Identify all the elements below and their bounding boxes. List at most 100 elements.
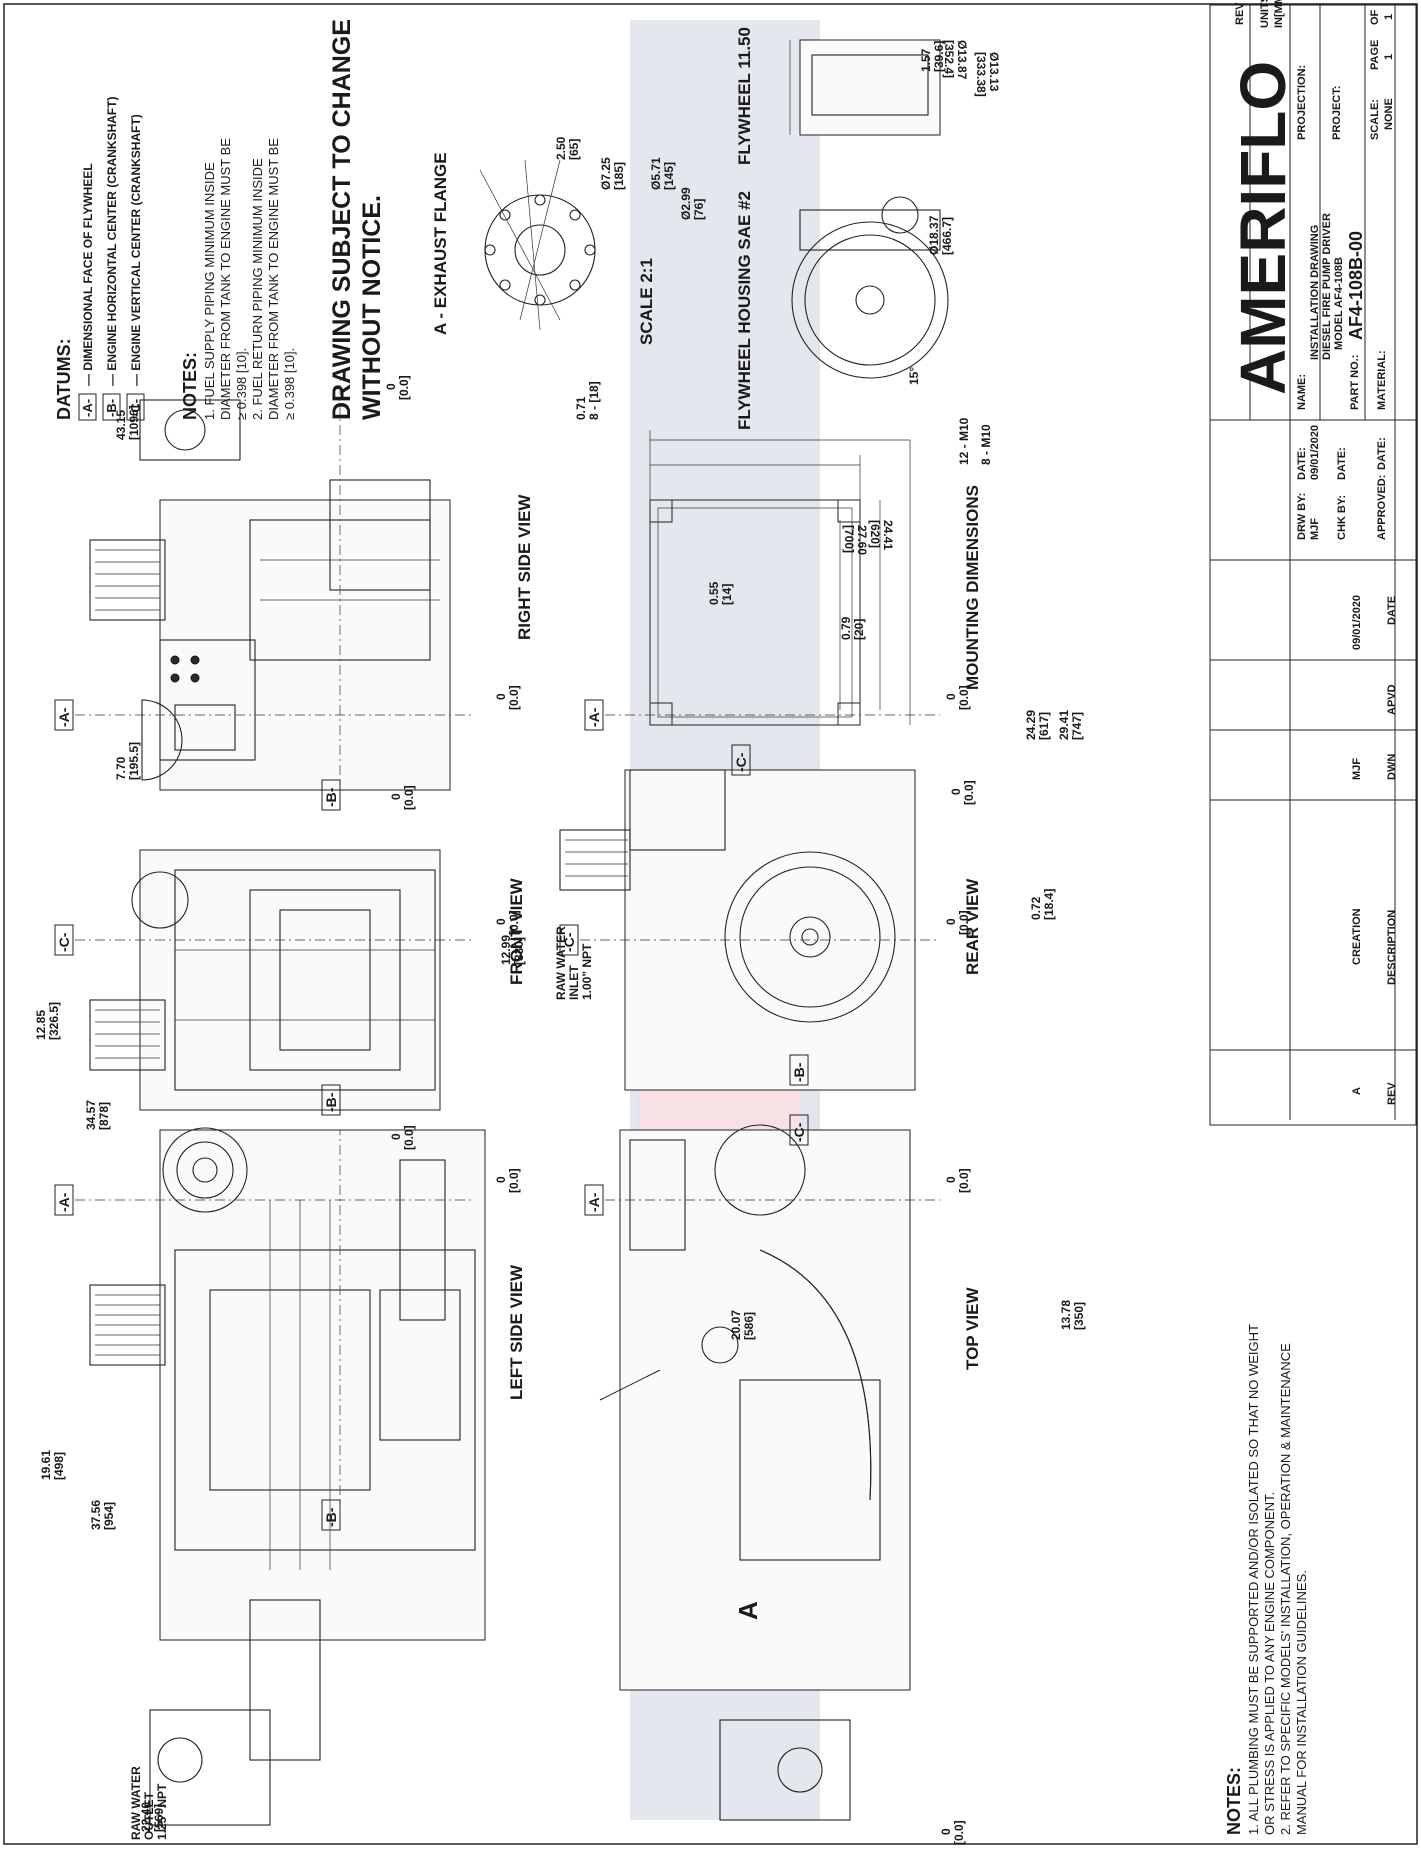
datum-tag-c-1: -C- <box>56 932 72 952</box>
datum-tag-a-4: -A- <box>586 707 602 727</box>
dim-0-72-mm: [18.4] <box>1042 889 1056 920</box>
flywheel-housing <box>791 196 949 379</box>
tb-part-no: AF4-108B-00 <box>1346 231 1366 340</box>
dim-19-61-mm: [498] <box>52 1452 66 1480</box>
datum-tag-b-4: -B- <box>791 1062 807 1082</box>
datum-tag-c-2: -C- <box>791 1122 807 1142</box>
tb-part-no-label: PART NO.: <box>1349 355 1361 410</box>
dimension-labels: 37.56[954] 22.40[569] 19.61[498] 34.57[8… <box>34 40 1086 1845</box>
tb-rev-label: REV <box>1234 2 1246 25</box>
dim-12-85: 12.85 <box>34 1010 48 1040</box>
rev-row-rev: A <box>1351 1087 1363 1095</box>
flywheel-dim-13-87-mm: [352.4] <box>942 40 956 78</box>
zero-label-10-mm: [0.0] <box>962 780 976 805</box>
notes-bottom-line-2: OR STRESS IS APPLIED TO ANY ENGINE COMPO… <box>1262 1492 1277 1835</box>
dim-24-41-mm: [620] <box>868 520 882 548</box>
tb-approved-label: APPROVED: <box>1376 475 1388 540</box>
tb-units-value: IN[MM] <box>1273 0 1285 28</box>
label-front-view: FRONT VIEW <box>507 877 526 985</box>
zero-label-1-mm: [0.0] <box>507 1168 521 1193</box>
flywheel-housing-bolts-12: 12 - M10 <box>957 417 971 465</box>
flywheel-housing-dim-18-37-mm: [466.7] <box>940 217 954 255</box>
dim-12-85-mm: [326.5] <box>47 1002 61 1040</box>
tb-units-label: UNITS <box>1259 0 1271 28</box>
rev-header-apvd: APVD <box>1386 684 1398 715</box>
notes-top-line-6: ≥ 0.398 [10]. <box>282 348 297 420</box>
tb-material-label: MATERIAL: <box>1376 350 1388 410</box>
exhaust-dim-5-71: Ø5.71 <box>649 157 663 190</box>
flywheel-housing-dim-18-37: Ø18.37 <box>927 215 941 255</box>
dim-27-60: 27.60 <box>855 525 869 555</box>
zero-label-6-mm: [0.0] <box>397 375 411 400</box>
zero-label-5: 0 <box>494 693 508 700</box>
notes-bottom-line-1: 1. ALL PLUMBING MUST BE SUPPORTED AND/OR… <box>1246 1324 1261 1835</box>
datum-centerlines <box>75 380 940 1515</box>
raw-water-outlet-line-3: 1.25" NPT <box>155 1783 169 1840</box>
tb-drw-by-label: DRW BY: <box>1296 493 1308 540</box>
tb-of-value: 1 <box>1383 14 1395 20</box>
rev-row-dwn: MJF <box>1351 758 1363 780</box>
callouts: RAW WATER OUTLET 1.25" NPT RAW WATER INL… <box>129 926 763 1840</box>
datum-tag-c-3: -C- <box>561 932 577 952</box>
notes-bottom-line-3: 2. REFER TO SPECIFIC MODELS' INSTALLATIO… <box>1278 1343 1293 1835</box>
dim-37-56-mm: [954] <box>102 1502 116 1530</box>
exhaust-dim-5-71-mm: [145] <box>662 162 676 190</box>
front-view <box>89 849 441 1111</box>
notes-top-title: NOTES: <box>180 352 200 420</box>
tb-drw-date: 09/01/2020 <box>1309 425 1321 480</box>
exhaust-dim-0-71: 0.71 <box>574 396 588 420</box>
ameriflo-logo: AMERIFLO <box>1227 61 1299 395</box>
notes-top: NOTES: 1. FUEL SUPPLY PIPING MINIMUM INS… <box>180 138 297 420</box>
tb-of-label: OF <box>1369 9 1381 25</box>
notes-top-line-1: 1. FUEL SUPPLY PIPING MINIMUM INSIDE <box>202 162 217 420</box>
datum-key-a: -A- <box>80 399 95 417</box>
section-marker-a: A <box>733 1601 763 1620</box>
rear-view <box>559 769 916 1091</box>
dim-22-40: 22.40 <box>139 1802 153 1832</box>
tb-page-value: 1 <box>1383 54 1395 60</box>
datum-key-b: -B- <box>104 399 119 417</box>
datum-text-c: — ENGINE VERTICAL CENTER (CRANKSHAFT) <box>129 114 143 386</box>
datums-block: DATUMS: -A- — DIMENSIONAL FACE OF FLYWHE… <box>54 96 145 421</box>
zero-label-9: 0 <box>944 693 958 700</box>
dim-0-79: 0.79 <box>839 616 853 640</box>
logo-text: AMERIFLO <box>1227 61 1299 395</box>
exhaust-dim-7-25: Ø7.25 <box>599 157 613 190</box>
exhaust-dim-0-71-mm: 8 - [18] <box>587 381 601 420</box>
dim-24-29-mm: [617] <box>1037 712 1051 740</box>
flywheel-section <box>789 39 941 136</box>
label-flywheel-housing: FLYWHEEL HOUSING SAE #2 <box>735 191 754 430</box>
dim-37-56: 37.56 <box>89 1500 103 1530</box>
dim-22-40-mm: [569] <box>152 1804 166 1832</box>
tb-date-label-2: DATE: <box>1336 447 1348 480</box>
dim-0-79-mm: [20] <box>852 619 866 640</box>
dim-12-99-mm: [330] <box>512 937 526 965</box>
notes-top-line-3: ≥ 0.398 [10]. <box>234 348 249 420</box>
sheet-border <box>3 3 1418 1845</box>
label-exhaust-scale: SCALE 2:1 <box>637 258 656 345</box>
zero-label-2: 0 <box>389 1133 403 1140</box>
exhaust-flange <box>479 159 596 331</box>
tb-date-label-3: DATE: <box>1376 437 1388 470</box>
notes-bottom-line-4: MANUAL FOR INSTALLATION GUIDELINES. <box>1294 1570 1309 1835</box>
tb-project-label: PROJECT: <box>1331 86 1343 140</box>
zero-label-3-mm: [0.0] <box>507 910 521 935</box>
tb-name-line-3: MODEL AF4-108B <box>1333 257 1345 350</box>
dim-19-61: 19.61 <box>39 1450 53 1480</box>
warning-block: DRAWING SUBJECT TO CHANGE WITHOUT NOTICE… <box>328 19 386 420</box>
dim-43-15: 43.15 <box>114 410 128 440</box>
zero-label-3: 0 <box>494 918 508 925</box>
label-flywheel: FLYWHEEL 11.50 <box>735 27 754 165</box>
exhaust-dim-2-99: Ø2.99 <box>679 187 693 220</box>
raw-water-inlet-line-3: 1.00" NPT <box>580 943 594 1000</box>
tb-scale-value: NONE <box>1383 98 1395 130</box>
datum-text-b: — ENGINE HORIZONTAL CENTER (CRANKSHAFT) <box>105 96 119 386</box>
dim-12-99: 12.99 <box>499 935 513 965</box>
raw-water-inlet-line-1: RAW WATER <box>554 926 568 1000</box>
datum-tag-a-3: -A- <box>586 1192 602 1212</box>
flywheel-housing-bolts-8: 8 - M10 <box>979 424 993 465</box>
raw-water-inlet-line-2: INLET <box>567 965 581 1000</box>
flywheel-housing-angle: 15° <box>907 367 921 385</box>
dim-27-60-mm: [700] <box>842 525 856 553</box>
zero-label-7: 0 <box>944 1176 958 1183</box>
